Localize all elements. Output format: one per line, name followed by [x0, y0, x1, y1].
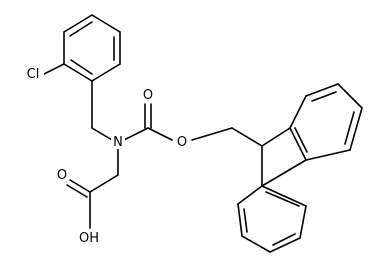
atom-n: N [111, 133, 125, 150]
acid-double-bond [69, 179, 91, 193]
atom-carbonyl-o: O [141, 86, 155, 103]
atom-label-cl: Cl [27, 67, 40, 82]
bond [289, 127, 307, 161]
bond [147, 127, 173, 141]
atom-ester-o: O [175, 133, 189, 150]
aromatic-inner-bond [243, 208, 248, 233]
bond [91, 63, 121, 82]
aromatic-inner-bond [70, 59, 93, 75]
bond [191, 127, 233, 141]
bond [337, 83, 363, 109]
atom-label-ester-o: O [177, 135, 187, 150]
aromatic-inner-bond [265, 191, 300, 207]
bond [305, 83, 339, 97]
fluorene-five-ring [261, 127, 307, 187]
atom-label-n: N [113, 135, 123, 150]
atom-label-carbonyl-o: O [143, 88, 153, 103]
bond [231, 127, 263, 147]
bond [299, 205, 307, 239]
atom-cl: Cl [22, 65, 44, 82]
bond [305, 149, 351, 161]
bond [43, 63, 65, 75]
aromatic-inner-bond [311, 91, 337, 102]
bond [237, 185, 263, 205]
aromatic-inner-bond [344, 111, 355, 145]
bond [91, 14, 121, 33]
aromatic-inner-bond [272, 233, 296, 246]
aromatic-inner-bond [69, 21, 93, 37]
bond [349, 107, 363, 151]
bond [261, 185, 307, 207]
bond [63, 14, 93, 33]
bond [241, 235, 271, 253]
bond [123, 127, 149, 141]
atom-acid-o: O [55, 166, 69, 183]
aromatic-inner-bond [294, 127, 308, 153]
chlorophenyl-ring [63, 14, 121, 82]
atom-hydroxyl: OH [76, 229, 102, 246]
atom-label-acid-o: O [57, 168, 67, 183]
bond [269, 237, 301, 253]
bond [91, 127, 113, 141]
bond [237, 203, 243, 237]
bond [261, 127, 291, 147]
bond [63, 63, 93, 82]
bond [261, 159, 307, 187]
atom-label-hydroxyl: OH [79, 231, 99, 246]
bond [289, 95, 307, 129]
acid-double-bond [66, 184, 88, 198]
bond [89, 174, 119, 193]
fluorene-lower-ring [237, 185, 307, 253]
fluorene-upper-ring [289, 83, 363, 161]
